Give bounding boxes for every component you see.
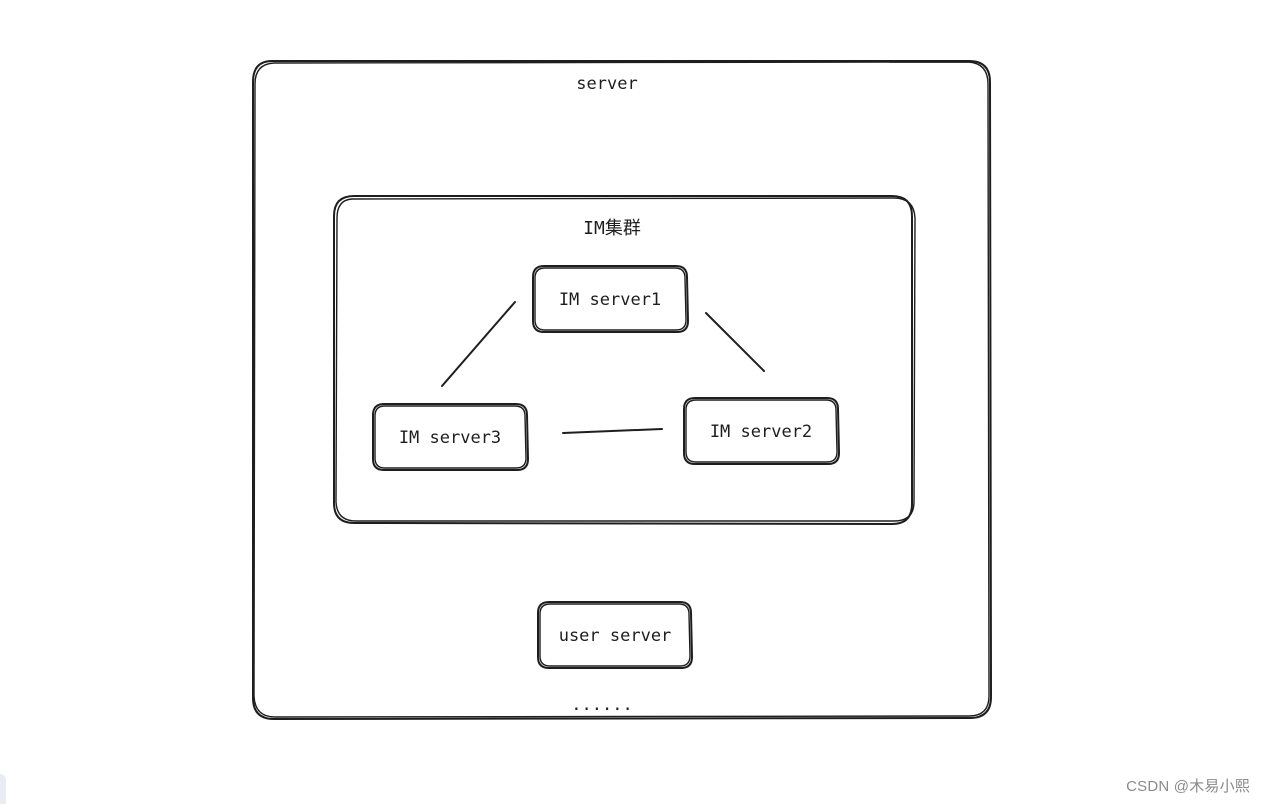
edge-server1-server3 — [441, 301, 516, 387]
im-cluster-container[interactable] — [333, 195, 916, 525]
node-user-server-label: user server — [559, 626, 672, 646]
node-im-server1[interactable] — [532, 265, 689, 333]
edge-server1-server2 — [705, 312, 765, 372]
edge-server3-server2 — [562, 428, 663, 434]
node-im-server3-label: IM server3 — [399, 428, 501, 448]
node-im-server2-label: IM server2 — [710, 422, 812, 442]
node-im-server2[interactable] — [683, 397, 840, 465]
im-cluster-label: IM集群 — [583, 218, 641, 239]
node-im-server3[interactable] — [372, 403, 529, 471]
outer-server-container[interactable] — [252, 60, 992, 720]
node-user-server[interactable] — [537, 601, 693, 669]
corner-tab — [0, 774, 6, 804]
outer-server-label: server — [576, 74, 637, 94]
node-im-server1-label: IM server1 — [559, 290, 661, 310]
ellipsis-text: ...... — [571, 695, 632, 715]
watermark-text: CSDN @木易小熙 — [1126, 778, 1250, 795]
